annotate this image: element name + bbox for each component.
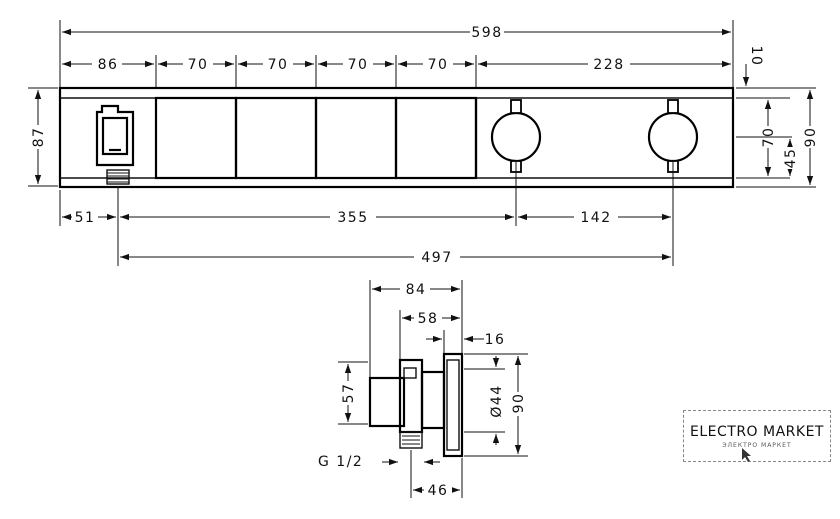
hose-holder-icon xyxy=(95,104,135,185)
side-view: 84 58 16 57 Ø xyxy=(318,280,528,499)
function-button-2 xyxy=(234,96,318,180)
dim-497: 497 xyxy=(421,250,452,266)
shower-panel xyxy=(58,86,735,189)
dim-84: 84 xyxy=(406,282,427,298)
function-button-4 xyxy=(394,96,478,180)
dim-598: 598 xyxy=(471,25,502,41)
function-button-1 xyxy=(154,96,238,180)
valve-body xyxy=(368,376,406,428)
dim-90-right: 90 xyxy=(803,127,819,148)
function-button-3 xyxy=(314,96,398,180)
dim-16: 16 xyxy=(485,332,506,348)
dim-70-c: 70 xyxy=(348,57,369,73)
thread-label: G 1/2 xyxy=(318,454,363,470)
dim-dia-44: Ø44 xyxy=(489,384,505,417)
outlet-thread-icon xyxy=(399,431,423,449)
dim-142: 142 xyxy=(580,210,611,226)
dim-228: 228 xyxy=(593,57,624,73)
dim-58: 58 xyxy=(418,311,439,327)
dim-70-b: 70 xyxy=(268,57,289,73)
dim-70-a: 70 xyxy=(188,57,209,73)
front-plate xyxy=(442,352,464,458)
dim-90-side: 90 xyxy=(511,393,527,414)
dim-87: 87 xyxy=(31,127,47,148)
watermark-logo: ELECTRO MARKET ЭЛЕКТРО МАРКЕТ xyxy=(683,410,831,462)
front-view: 598 86 70 70 70 70 228 10 xyxy=(28,20,819,266)
dim-57: 57 xyxy=(341,383,357,404)
dim-86: 86 xyxy=(98,57,119,73)
dim-45: 45 xyxy=(783,148,799,169)
watermark-title: ELECTRO MARKET xyxy=(690,424,824,440)
dim-355: 355 xyxy=(337,210,368,226)
dim-51: 51 xyxy=(75,210,96,226)
dim-46: 46 xyxy=(428,483,449,499)
watermark-subtitle: ЭЛЕКТРО МАРКЕТ xyxy=(722,442,792,449)
cursor-icon xyxy=(742,448,751,462)
dim-70-d: 70 xyxy=(428,57,449,73)
dim-10: 10 xyxy=(748,46,764,67)
